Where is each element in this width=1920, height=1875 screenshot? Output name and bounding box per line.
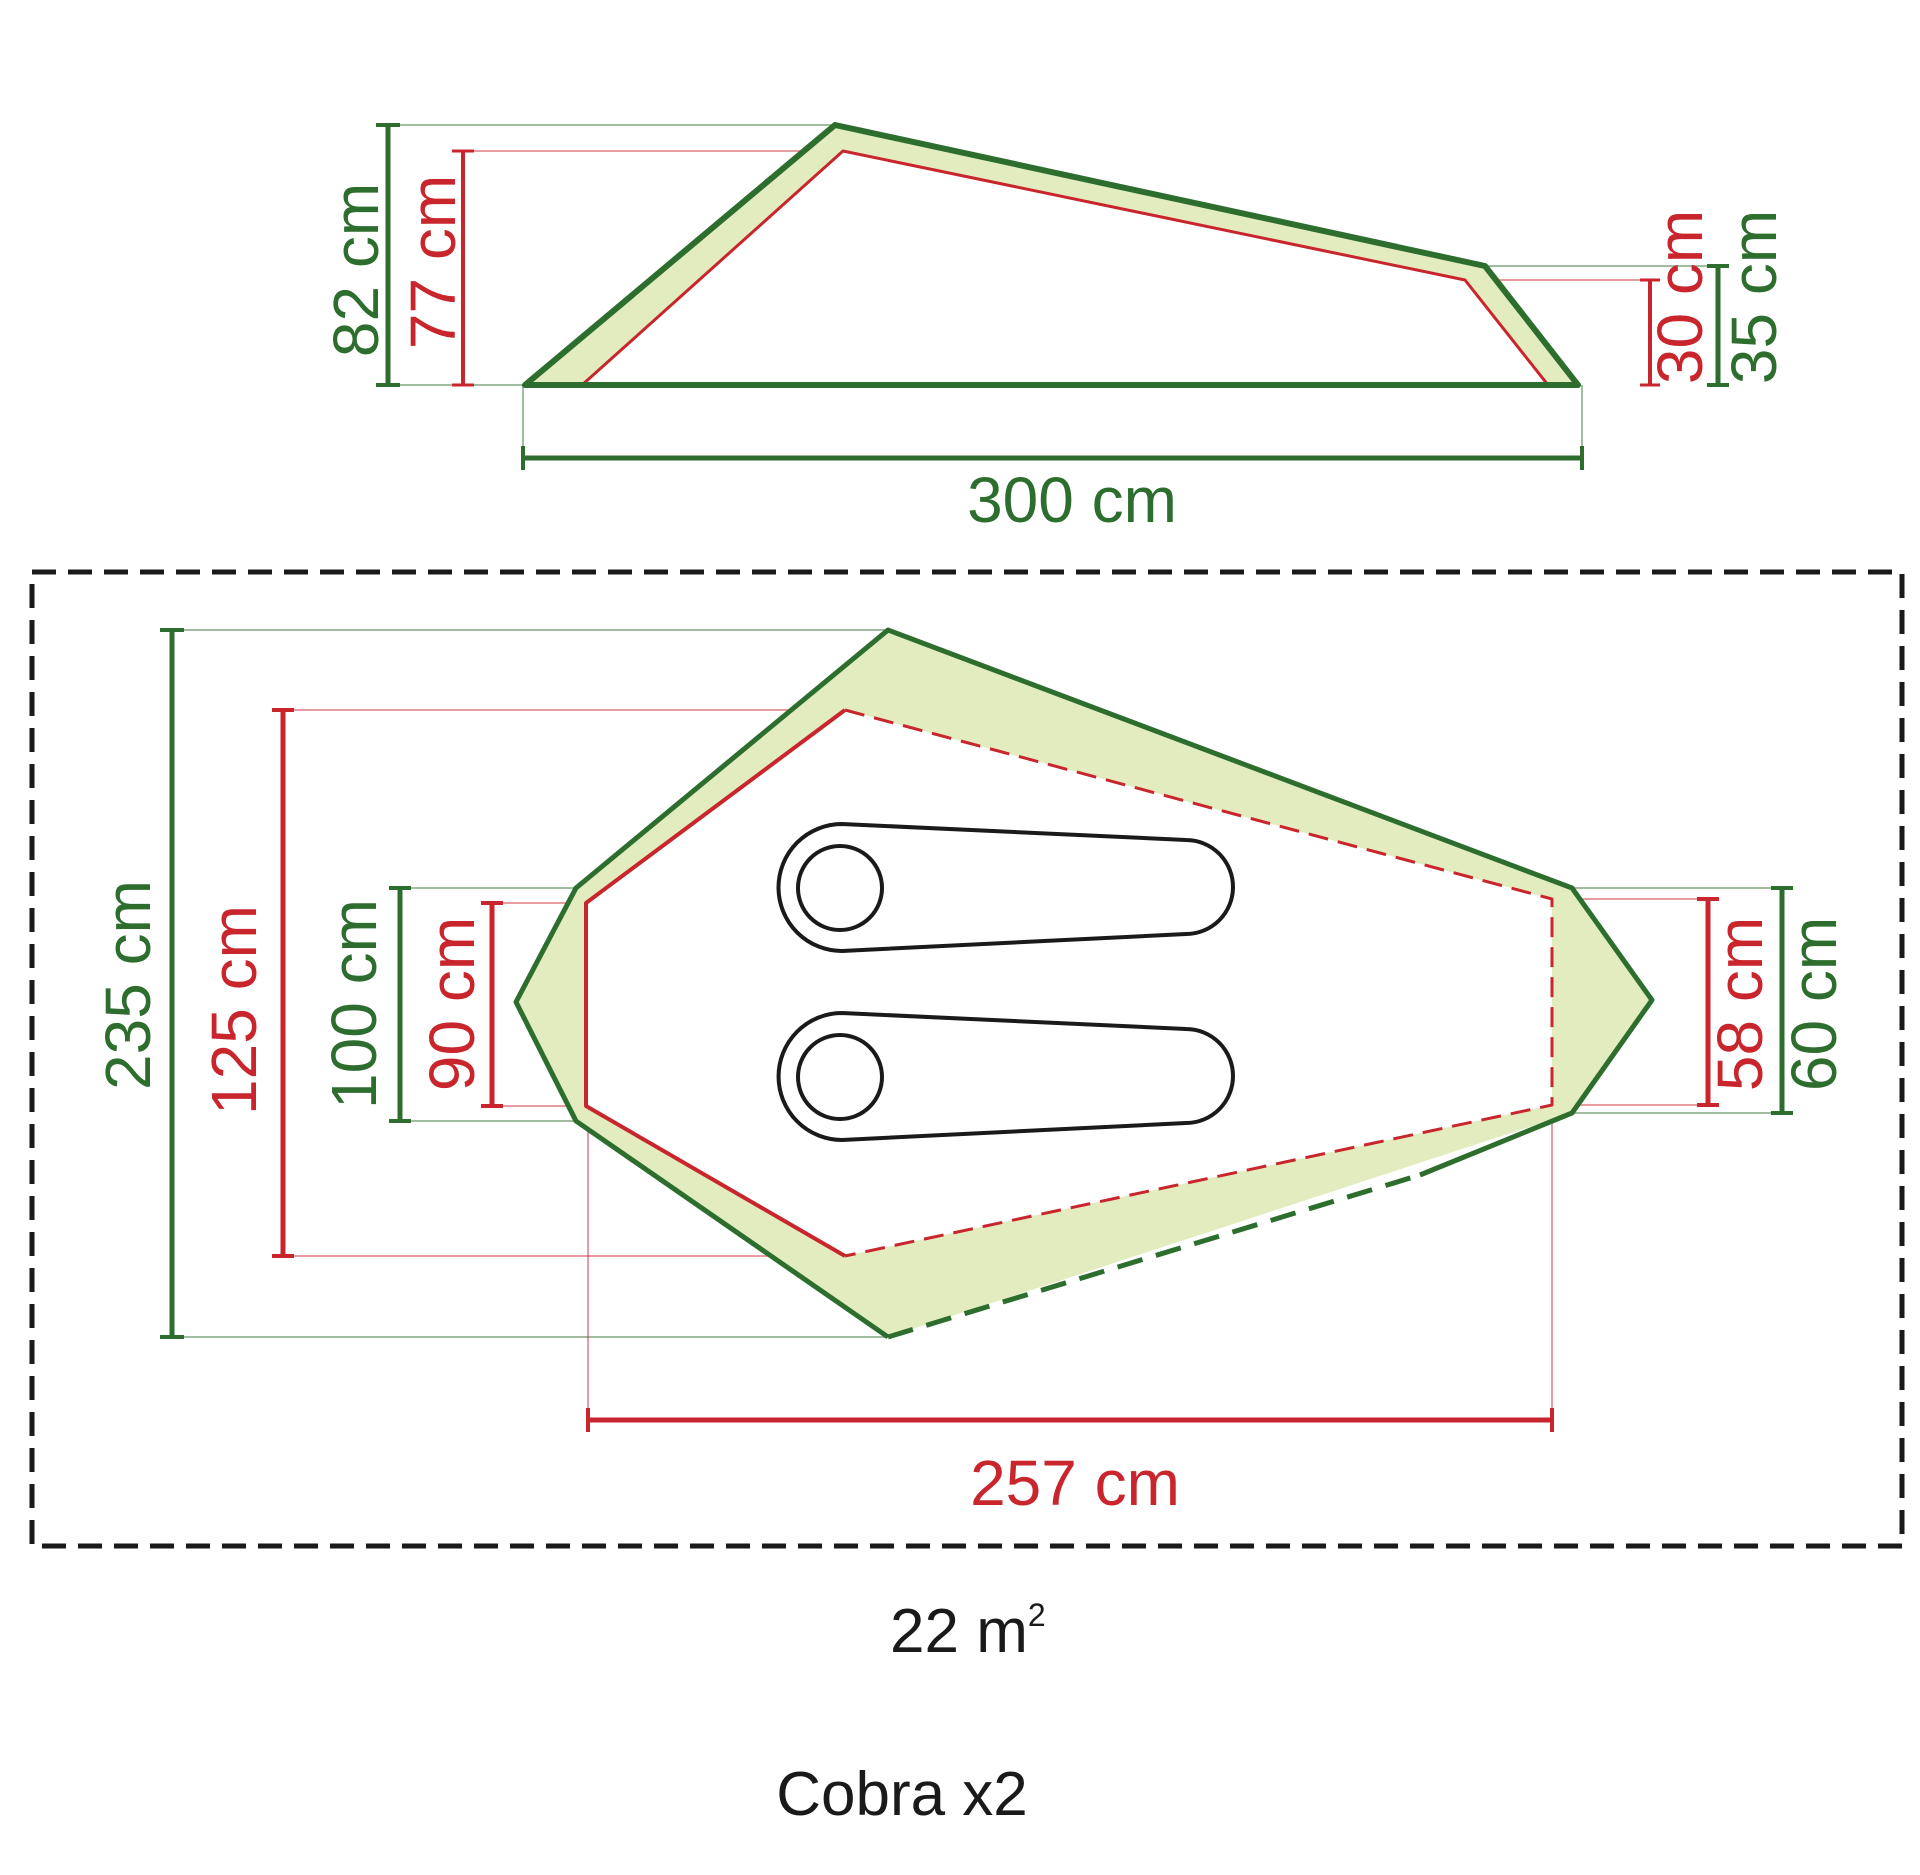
label-outer-length: 300 cm bbox=[967, 464, 1177, 536]
label-outer-rear-height: 35 cm bbox=[1718, 210, 1790, 384]
label-outer-width: 235 cm bbox=[92, 880, 164, 1090]
model-name: Cobra x2 bbox=[776, 1760, 1028, 1829]
sleeping-bag-bottom-head-circle bbox=[796, 1033, 884, 1121]
sleeping-bag-top bbox=[776, 821, 1235, 954]
sleeping-bag-top-head-circle bbox=[796, 844, 884, 932]
top-inner-tent-edge-dashed bbox=[844, 708, 1554, 1258]
sleeping-bag-bottom bbox=[776, 1010, 1235, 1143]
area-exponent: 2 bbox=[1028, 1597, 1046, 1633]
label-inner-rear-width: 58 cm bbox=[1704, 917, 1776, 1091]
label-inner-front-width: 90 cm bbox=[416, 917, 488, 1091]
label-inner-width: 125 cm bbox=[198, 905, 270, 1115]
top-outer-tent-edge-solid bbox=[513, 627, 1655, 1340]
top-inner-tent-edge-solid bbox=[584, 708, 847, 1258]
label-inner-height: 77 cm bbox=[397, 175, 469, 349]
label-outer-front-width: 100 cm bbox=[318, 899, 390, 1109]
side-view: 82 cm 77 cm 30 cm 35 cm 300 cm bbox=[320, 122, 1790, 536]
label-outer-height: 82 cm bbox=[320, 183, 392, 357]
label-outer-rear-width: 60 cm bbox=[1778, 917, 1850, 1091]
area-value: 22 m bbox=[890, 1597, 1028, 1666]
label-inner-rear-height: 30 cm bbox=[1644, 210, 1716, 384]
top-outer-tent-edge-dashed bbox=[887, 1172, 1421, 1340]
footprint-area-outline bbox=[29, 569, 1905, 1549]
top-view: 235 cm 125 cm 100 cm 90 cm 58 cm 60 cm 2… bbox=[29, 569, 1905, 1549]
sleeping-bag-bottom-outline bbox=[776, 1010, 1235, 1143]
label-inner-length: 257 cm bbox=[970, 1447, 1180, 1519]
area-label: 22 m2 bbox=[890, 1597, 1046, 1666]
sleeping-bag-top-outline bbox=[776, 821, 1235, 954]
